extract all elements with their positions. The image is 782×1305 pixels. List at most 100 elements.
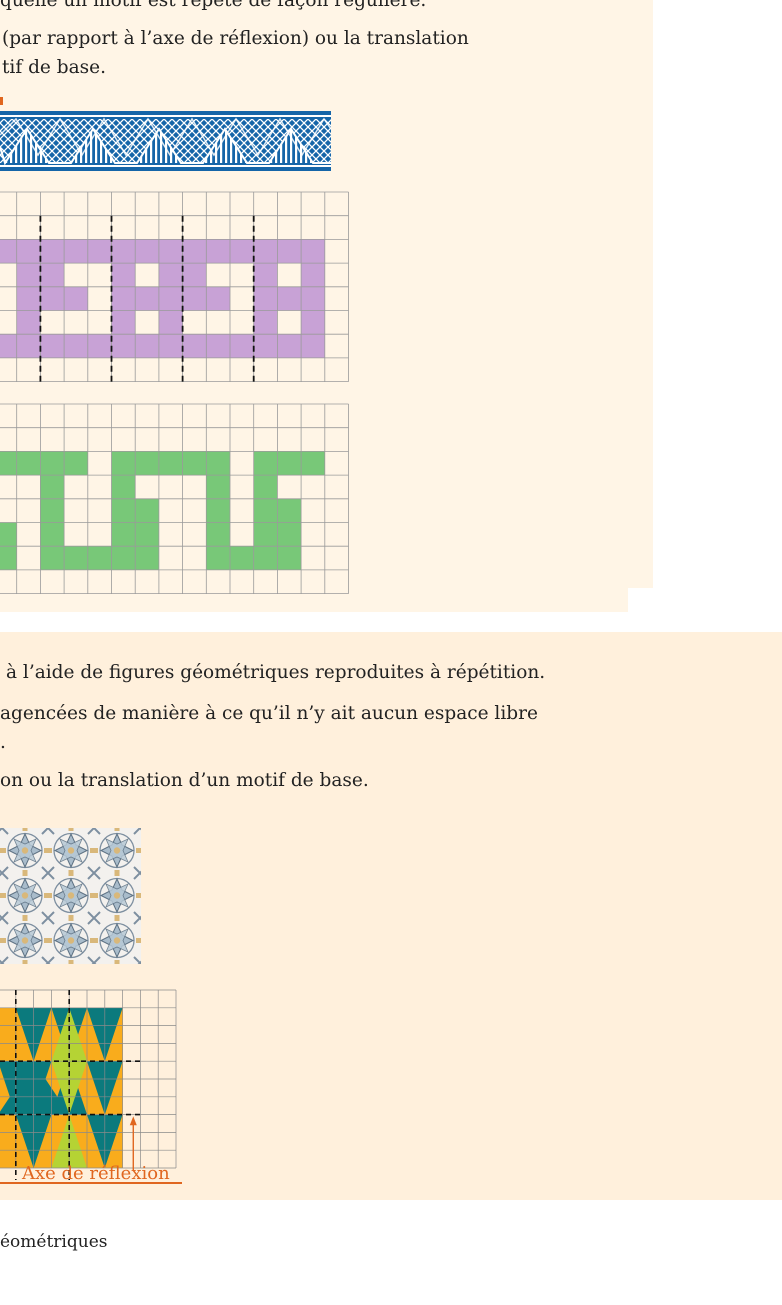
- purple-cell: [158, 334, 183, 358]
- purple-cell: [111, 334, 136, 358]
- green-cell: [16, 451, 41, 476]
- purple-cell: [64, 334, 88, 358]
- purple-cell: [301, 263, 325, 287]
- tile-pattern-image: [0, 828, 141, 964]
- purple-cell: [135, 334, 159, 358]
- purple-cell: [158, 286, 183, 311]
- green-cell: [111, 546, 136, 570]
- purple-cell: [16, 239, 41, 264]
- purple-cell: [64, 286, 88, 311]
- green-cell: [40, 498, 65, 523]
- purple-cell: [111, 239, 136, 264]
- footer-text: éométriques: [0, 1232, 108, 1252]
- purple-cell: [111, 286, 136, 311]
- frieze-marker: [0, 97, 3, 105]
- purple-cell: [301, 239, 325, 264]
- green-cell: [87, 546, 112, 570]
- axis-label: Axe de réflexion: [22, 1163, 170, 1184]
- purple-cell: [16, 263, 41, 287]
- green-cell: [40, 451, 65, 476]
- frises-text-line-1: quelle un motif est répété de façon régu…: [0, 0, 427, 11]
- purple-cell: [182, 263, 207, 287]
- green-cell: [111, 498, 136, 523]
- purple-cell: [158, 263, 183, 287]
- purple-cell: [206, 334, 230, 358]
- green-cell: [40, 475, 65, 499]
- pavages-text-line-2: agencées de manière à ce qu’il n’y ait a…: [0, 703, 538, 724]
- green-cell: [230, 546, 254, 570]
- green-cell: [0, 522, 17, 547]
- axis-underline: [0, 1182, 182, 1184]
- purple-cell: [301, 310, 325, 335]
- purple-cell: [277, 239, 302, 264]
- green-cell: [277, 522, 302, 547]
- pavages-text-line-1: à l’aide de figures géométriques reprodu…: [6, 662, 546, 683]
- purple-cell: [40, 286, 65, 311]
- frises-text-line-2: (par rapport à l’axe de réflexion) ou la…: [2, 28, 469, 49]
- purple-cell: [301, 334, 325, 358]
- green-cell: [253, 546, 278, 570]
- purple-cell: [206, 286, 230, 311]
- green-cell: [206, 475, 230, 499]
- green-cell: [0, 451, 17, 476]
- green-cell: [158, 451, 183, 476]
- green-cell: [64, 546, 88, 570]
- purple-cell: [253, 310, 278, 335]
- axis-arrow-head: [129, 1116, 137, 1126]
- green-cell: [0, 546, 17, 570]
- triangle-tessellation-grid: [0, 988, 182, 1180]
- green-cell: [253, 475, 278, 499]
- purple-cell: [16, 334, 41, 358]
- purple-cell: [135, 286, 159, 311]
- purple-cell: [87, 239, 112, 264]
- purple-cell: [182, 286, 207, 311]
- green-cell: [301, 451, 325, 476]
- purple-cell: [111, 263, 136, 287]
- purple-cell: [253, 334, 278, 358]
- green-frieze-grid: [0, 402, 354, 596]
- purple-cell: [277, 286, 302, 311]
- green-cell: [253, 498, 278, 523]
- frises-text-line-3: tif de base.: [2, 57, 106, 78]
- purple-cell: [182, 239, 207, 264]
- green-cell: [40, 546, 65, 570]
- pavages-text-line-4: on ou la translation d’un motif de base.: [0, 770, 369, 791]
- green-cell: [253, 522, 278, 547]
- green-cell: [182, 451, 207, 476]
- purple-cell: [40, 239, 65, 264]
- purple-cell: [16, 310, 41, 335]
- purple-cell: [301, 286, 325, 311]
- frises-panel: [0, 0, 653, 588]
- purple-cell: [182, 334, 207, 358]
- purple-cell: [230, 239, 254, 264]
- green-cell: [206, 522, 230, 547]
- green-cell: [277, 546, 302, 570]
- purple-cell: [230, 334, 254, 358]
- purple-cell: [40, 263, 65, 287]
- green-cell: [277, 498, 302, 523]
- pavages-text-line-3: .: [0, 732, 6, 753]
- purple-cell: [135, 239, 159, 264]
- green-cell: [135, 451, 159, 476]
- purple-cell: [40, 334, 65, 358]
- green-cell: [111, 451, 136, 476]
- purple-cell: [0, 239, 17, 264]
- green-cell: [135, 522, 159, 547]
- purple-cell: [253, 263, 278, 287]
- purple-cell: [158, 310, 183, 335]
- purple-frieze-grid: [0, 190, 354, 384]
- green-cell: [135, 546, 159, 570]
- purple-cell: [206, 239, 230, 264]
- green-cell: [206, 498, 230, 523]
- green-cell: [40, 522, 65, 547]
- purple-cell: [277, 334, 302, 358]
- green-cell: [135, 498, 159, 523]
- purple-cell: [111, 310, 136, 335]
- purple-cell: [158, 239, 183, 264]
- purple-cell: [87, 334, 112, 358]
- green-cell: [253, 451, 278, 476]
- blue-frieze-image: [0, 111, 331, 171]
- purple-cell: [16, 286, 41, 311]
- frises-panel-bottom: [0, 588, 628, 612]
- purple-cell: [0, 334, 17, 358]
